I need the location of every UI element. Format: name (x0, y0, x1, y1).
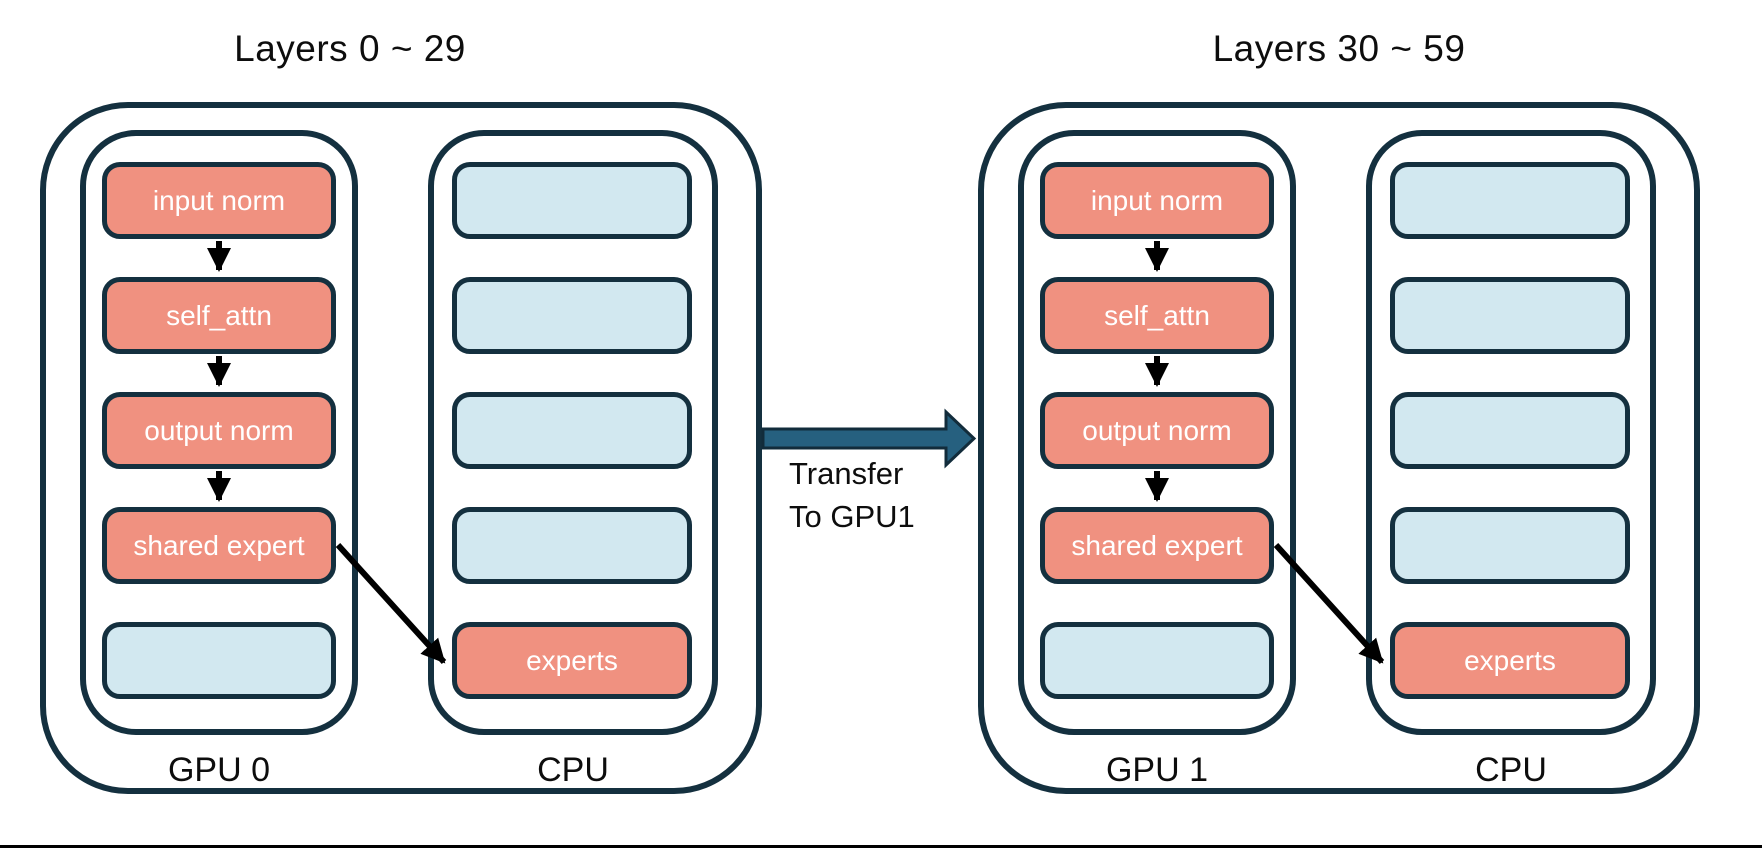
cpu1-box-empty-4 (1390, 507, 1630, 584)
cpu1-box-empty-1 (1390, 162, 1630, 239)
gpu1-box-self-attn: self_attn (1040, 277, 1274, 354)
gpu0-label: GPU 0 (167, 751, 271, 789)
gpu0-box-empty (102, 622, 336, 699)
cpu0-box-experts: experts (452, 622, 692, 699)
group1-title: Layers 30 ~ 59 (1212, 28, 1466, 69)
transfer-label-line1: Transfer (789, 456, 904, 491)
gpu1-box-shared-expert: shared expert (1040, 507, 1274, 584)
gpu0-box-output-norm: output norm (102, 392, 336, 469)
transfer-label: Transfer To GPU1 (789, 452, 915, 538)
gpu1-box-output-norm: output norm (1040, 392, 1274, 469)
gpu1-label: GPU 1 (1105, 751, 1209, 789)
gpu1-box-empty (1040, 622, 1274, 699)
cpu0-box-empty-2 (452, 277, 692, 354)
cpu1-box-experts: experts (1390, 622, 1630, 699)
group0-title: Layers 0 ~ 29 (234, 28, 466, 69)
gpu0-box-input-norm: input norm (102, 162, 336, 239)
transfer-label-line2: To GPU1 (789, 499, 915, 534)
gpu0-box-self-attn: self_attn (102, 277, 336, 354)
cpu0-box-empty-4 (452, 507, 692, 584)
gpu0-box-shared-expert: shared expert (102, 507, 336, 584)
cpu1-box-empty-2 (1390, 277, 1630, 354)
cpu0-label: CPU (537, 751, 609, 789)
cpu1-label: CPU (1475, 751, 1547, 789)
cpu0-box-empty-3 (452, 392, 692, 469)
cpu0-box-empty-1 (452, 162, 692, 239)
cpu1-box-empty-3 (1390, 392, 1630, 469)
bottom-border-line (0, 845, 1762, 848)
gpu1-box-input-norm: input norm (1040, 162, 1274, 239)
